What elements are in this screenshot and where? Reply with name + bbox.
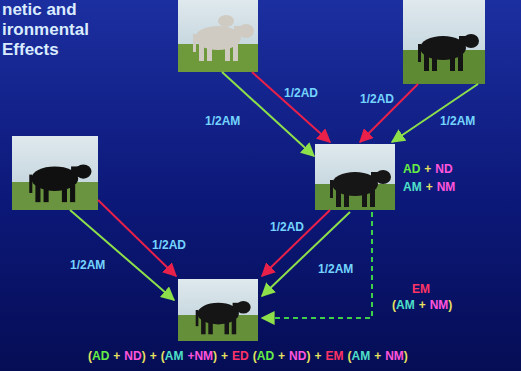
effect-term: NM (430, 298, 449, 312)
inheritance-fraction: 1/2AD (270, 220, 304, 234)
effect-term: EM (412, 282, 430, 296)
angus-cow-photo (403, 0, 485, 84)
red-arrow (252, 72, 330, 142)
calf-photo-part (196, 301, 251, 334)
inheritance-fraction: 1/2AD (284, 86, 318, 100)
inheritance-fraction-group: 1/2AD (270, 220, 304, 234)
inheritance-fraction: 1/2AM (70, 258, 105, 272)
effect-term: + (426, 180, 433, 194)
green-arrow (70, 210, 174, 300)
effect-term: ) (448, 298, 452, 312)
formula-term: + (374, 349, 381, 363)
formula-term: ( (253, 349, 257, 363)
effect-term: + (419, 298, 426, 312)
effect-term: AD (403, 162, 420, 176)
brahman-bull-photo (178, 0, 258, 72)
formula-term: AD (92, 349, 109, 363)
calf-photo (178, 279, 258, 341)
formula-term: +NM (187, 349, 213, 363)
dashed-arrow (262, 212, 372, 318)
formula-term: AM (351, 349, 370, 363)
effect-term-group: AD + ND (403, 162, 453, 176)
slide-title: netic and ironmental Effects (2, 0, 98, 60)
inheritance-fraction: 1/2AM (205, 114, 240, 128)
formula-term: + (221, 349, 228, 363)
brahman-bull-photo-part (218, 15, 234, 27)
crossbred-dam-photo (315, 144, 395, 210)
inheritance-fraction-group: 1/2AM (318, 262, 353, 276)
inheritance-fraction-group: 1/2AD (152, 238, 186, 252)
formula-term: ED (232, 349, 249, 363)
inheritance-fraction: 1/2AD (152, 238, 186, 252)
green-arrow (392, 84, 478, 142)
brahman-bull-photo-part (178, 0, 258, 72)
formula-term: ND (124, 349, 141, 363)
formula-term: ) (213, 349, 217, 363)
formula-term: ( (347, 349, 351, 363)
inheritance-fraction-group: 1/2AM (440, 114, 475, 128)
red-arrow (360, 84, 418, 142)
green-arrow (262, 212, 350, 296)
effect-term: AM (396, 298, 415, 312)
angus-bull-photo (12, 136, 98, 210)
inheritance-fraction: 1/2AM (440, 114, 475, 128)
formula-term: ND (289, 349, 306, 363)
inheritance-fraction: 1/2AD (360, 92, 394, 106)
angus-cow-photo-part (418, 34, 479, 71)
formula-term: + (278, 349, 285, 363)
crossbred-dam-photo-part (315, 144, 395, 210)
effect-term: + (424, 162, 431, 176)
effect-term: ( (392, 298, 396, 312)
inheritance-fraction-group: 1/2AM (70, 258, 105, 272)
formula-term: AM (165, 349, 184, 363)
formula-term: NM (385, 349, 404, 363)
formula-term-group: (AD+ND)+(AM+NM)+ED(AD+ND)+EM(AM+NM) (88, 349, 408, 363)
formula-term: ( (161, 349, 165, 363)
effect-term-group: EM (412, 282, 430, 296)
inheritance-fraction-group: 1/2AM (205, 114, 240, 128)
formula-term: AD (257, 349, 274, 363)
formula-term: ) (142, 349, 146, 363)
formula-term: + (150, 349, 157, 363)
calf-photo-part (178, 279, 258, 341)
formula-term: ( (88, 349, 92, 363)
effect-term: ND (435, 162, 452, 176)
inheritance-arrows (70, 72, 478, 318)
inheritance-fraction-group: 1/2AD (360, 92, 394, 106)
inheritance-fraction-group: 1/2AD (284, 86, 318, 100)
angus-bull-photo-part (12, 136, 98, 210)
brahman-bull-photo-part (193, 24, 254, 61)
formula-term: EM (325, 349, 343, 363)
formula-term: + (113, 349, 120, 363)
effect-term: AM (403, 180, 422, 194)
effect-term-group: (AM + NM) (392, 298, 452, 312)
formula-term: ) (306, 349, 310, 363)
effect-term: NM (437, 180, 456, 194)
formula-term: ) (404, 349, 408, 363)
effect-term-group: AM + NM (403, 180, 455, 194)
formula-term: + (314, 349, 321, 363)
crossbred-dam-photo-part (330, 170, 391, 207)
inheritance-fraction: 1/2AM (318, 262, 353, 276)
angus-bull-photo-part (29, 164, 91, 202)
angus-cow-photo-part (403, 0, 485, 84)
